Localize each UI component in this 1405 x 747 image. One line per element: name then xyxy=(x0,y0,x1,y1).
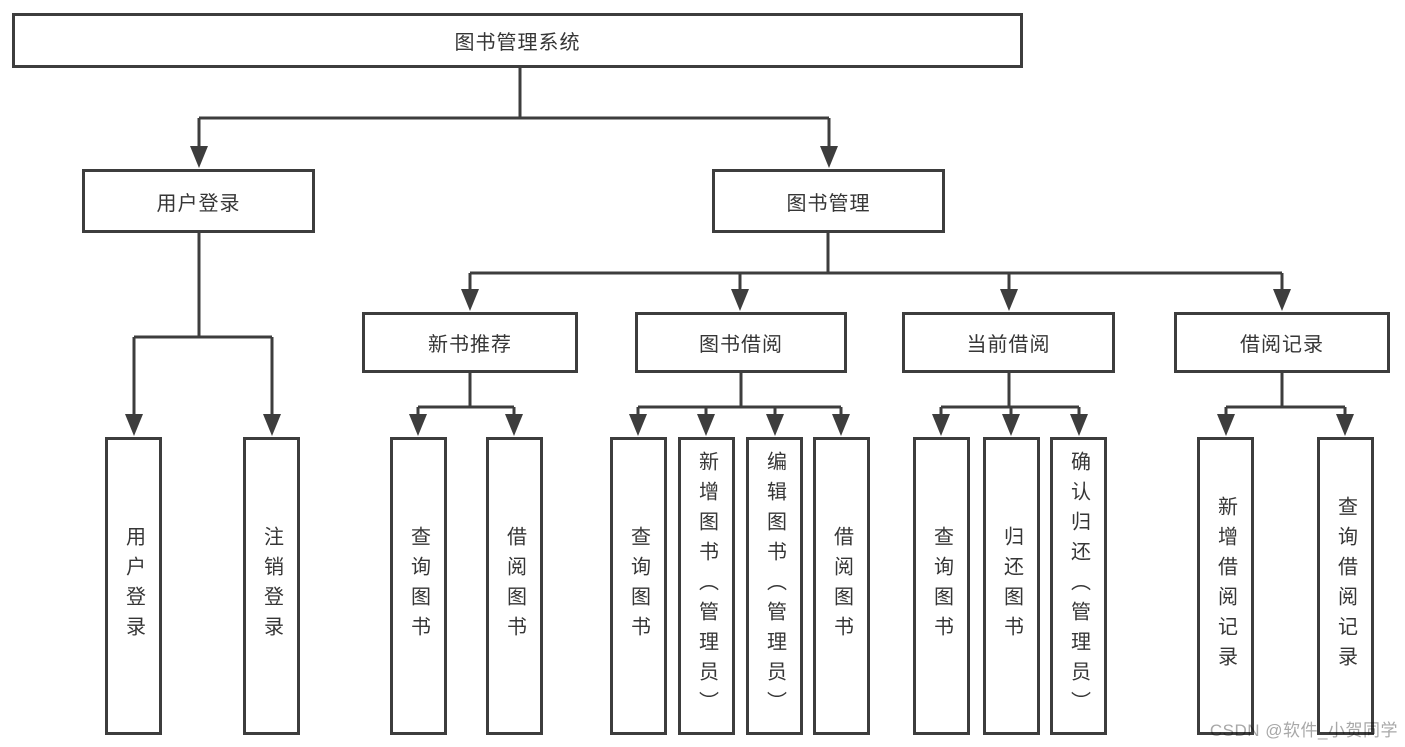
node-label: 借阅记录 xyxy=(1240,334,1324,356)
node-label: 图书管理 xyxy=(786,192,871,215)
node-label: 查询图书 xyxy=(407,526,430,646)
leaf-query-books-current: 查询图书 xyxy=(913,437,970,735)
node-book-management: 图书管理 xyxy=(712,169,945,233)
leaf-borrow-books-borrowing: 借阅图书 xyxy=(813,437,870,735)
node-label: 归还图书 xyxy=(1000,526,1023,646)
leaf-query-books-recommend: 查询图书 xyxy=(390,437,447,735)
node-book-borrowing: 图书借阅 xyxy=(635,312,847,373)
node-label: 图书借阅 xyxy=(699,334,783,356)
leaf-add-books-admin: 新增图书（管理员） xyxy=(678,437,735,735)
leaf-edit-books-admin: 编辑图书（管理员） xyxy=(746,437,803,735)
node-borrowing-records: 借阅记录 xyxy=(1174,312,1390,373)
watermark: CSDN @软件_小贺同学 xyxy=(1209,721,1398,740)
node-user-login: 用户登录 xyxy=(82,169,315,233)
leaf-return-books: 归还图书 xyxy=(983,437,1040,735)
leaf-confirm-return-admin: 确认归还（管理员） xyxy=(1050,437,1107,735)
node-new-book-recommendation: 新书推荐 xyxy=(362,312,578,373)
node-label: 查询借阅记录 xyxy=(1334,496,1357,676)
leaf-add-borrow-record: 新增借阅记录 xyxy=(1197,437,1254,735)
leaf-logout-login: 注销登录 xyxy=(243,437,300,735)
node-label: 新书推荐 xyxy=(428,334,512,356)
leaf-query-borrow-record: 查询借阅记录 xyxy=(1317,437,1374,735)
node-label: 查询图书 xyxy=(627,526,650,646)
node-label: 借阅图书 xyxy=(830,526,853,646)
node-label: 当前借阅 xyxy=(966,334,1051,356)
node-label: 用户登录 xyxy=(156,192,241,215)
leaf-borrow-books-recommend: 借阅图书 xyxy=(486,437,543,735)
leaf-query-books-borrowing: 查询图书 xyxy=(610,437,667,735)
node-label: 查询图书 xyxy=(930,526,953,646)
node-label: 新增借阅记录 xyxy=(1214,496,1237,676)
node-label: 用户登录 xyxy=(122,526,145,646)
node-label: 借阅图书 xyxy=(503,526,526,646)
leaf-user-login: 用户登录 xyxy=(105,437,162,735)
node-label: 编辑图书（管理员） xyxy=(763,451,786,721)
node-label: 新增图书（管理员） xyxy=(695,451,718,721)
node-library-system: 图书管理系统 xyxy=(12,13,1023,68)
node-current-borrowing: 当前借阅 xyxy=(902,312,1115,373)
node-label: 注销登录 xyxy=(260,526,283,646)
node-label: 确认归还（管理员） xyxy=(1067,451,1090,721)
node-label: 图书管理系统 xyxy=(454,32,581,54)
